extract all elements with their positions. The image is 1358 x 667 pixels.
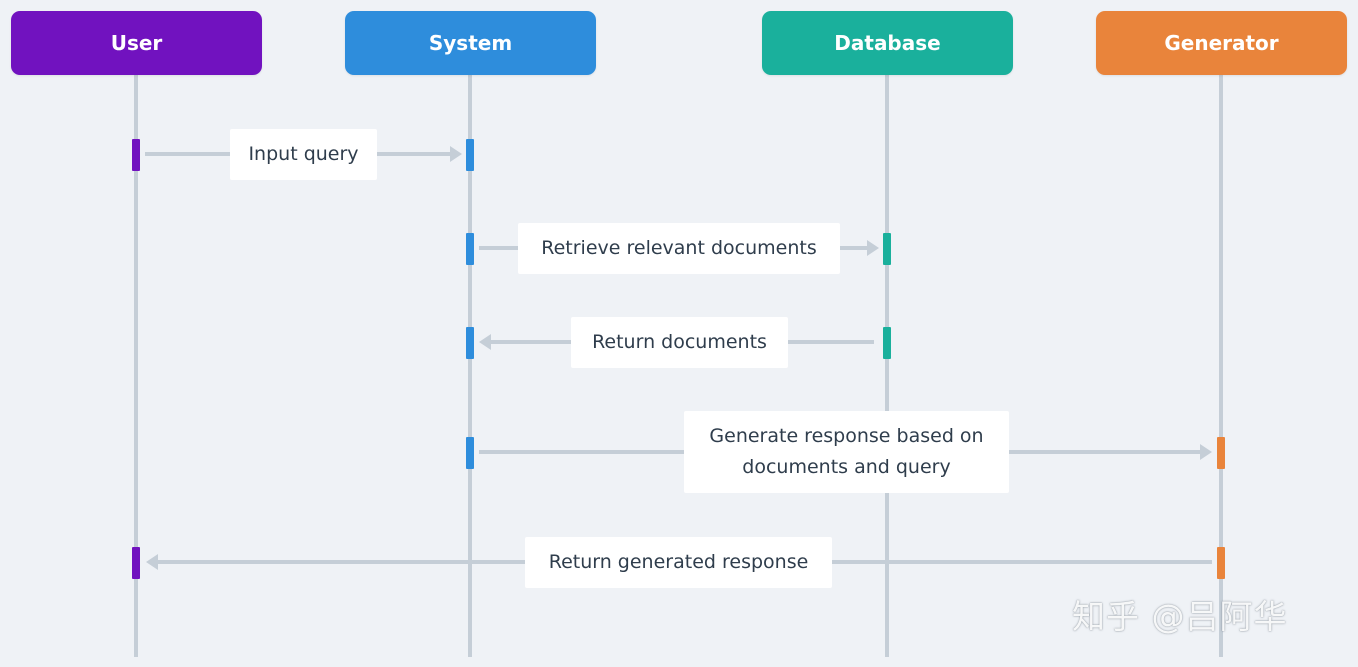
- lifeline-system: [468, 75, 472, 657]
- activation-bar-system: [466, 437, 474, 469]
- actor-generator: Generator: [1096, 11, 1347, 75]
- activation-bar-system: [466, 233, 474, 265]
- activation-bar-database: [883, 233, 891, 265]
- message-label-retrieve-documents: Retrieve relevant documents: [518, 223, 840, 274]
- message-label-generate-response: Generate response based on documents and…: [684, 411, 1009, 493]
- arrowhead-icon: [867, 240, 879, 256]
- arrowhead-icon: [1200, 444, 1212, 460]
- activation-bar-user: [132, 139, 140, 171]
- actor-system: System: [345, 11, 596, 75]
- arrowhead-icon: [146, 554, 158, 570]
- message-label-input-query: Input query: [230, 129, 377, 180]
- lifeline-generator: [1219, 75, 1223, 657]
- activation-bar-database: [883, 327, 891, 359]
- activation-bar-generator: [1217, 437, 1225, 469]
- arrowhead-icon: [450, 146, 462, 162]
- activation-bar-system: [466, 327, 474, 359]
- activation-bar-generator: [1217, 547, 1225, 579]
- watermark: 知乎 @吕阿华: [1072, 597, 1288, 636]
- activation-bar-user: [132, 547, 140, 579]
- actor-database: Database: [762, 11, 1013, 75]
- arrowhead-icon: [479, 334, 491, 350]
- activation-bar-system: [466, 139, 474, 171]
- message-label-return-generated-response: Return generated response: [525, 537, 832, 588]
- actor-user: User: [11, 11, 262, 75]
- lifeline-user: [134, 75, 138, 657]
- message-label-return-documents: Return documents: [571, 317, 788, 368]
- lifeline-database: [885, 75, 889, 657]
